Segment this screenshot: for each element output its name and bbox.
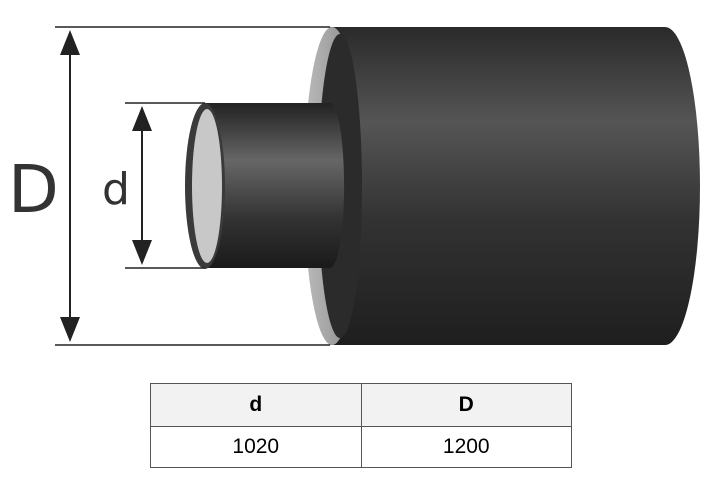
inner-diameter-arrow [132, 106, 152, 265]
inner-pipe [185, 103, 345, 269]
pipe-diagram: D d [8, 26, 700, 346]
outer-diameter-label: D [8, 151, 59, 228]
cell-D-value: 1200 [360, 426, 572, 468]
inner-diameter-label: d [102, 164, 130, 215]
dimension-lines [55, 26, 330, 346]
table-header-row: d D [150, 383, 572, 427]
outer-diameter-arrow [60, 30, 80, 342]
table-row: 1020 1200 [150, 426, 572, 468]
dimensions-table: d D 1020 1200 [150, 383, 572, 468]
outer-cylinder [304, 27, 700, 345]
header-d: d [150, 383, 362, 427]
cell-d-value: 1020 [150, 426, 362, 468]
header-D: D [360, 383, 572, 427]
